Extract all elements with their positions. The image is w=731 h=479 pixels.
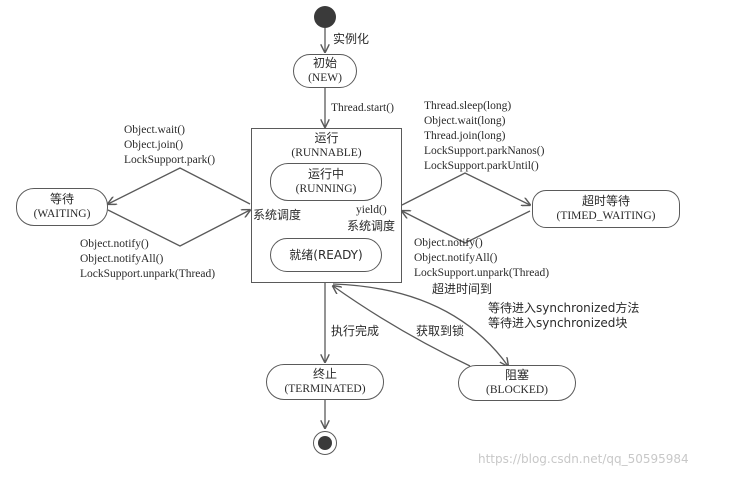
state-runnable-en: (RUNNABLE) — [291, 147, 362, 159]
state-waiting: 等待 (WAITING) — [16, 188, 108, 226]
label-from-timed-line: Object.notify() — [414, 237, 483, 249]
state-running-en: (RUNNING) — [295, 183, 357, 195]
label-thread-start: Thread.start() — [331, 102, 394, 114]
label-wait-synchronized: 等待进入synchronized方法 等待进入synchronized块 — [488, 301, 639, 331]
label-to-waiting-line: Object.join() — [124, 139, 184, 151]
label-from-timed-line: LockSupport.unpark(Thread) — [414, 267, 550, 279]
state-ready: 就绪(READY) — [270, 238, 382, 272]
state-timed-waiting-en: (TIMED_WAITING) — [556, 210, 656, 222]
label-timeout: 超进时间到 — [432, 282, 493, 296]
label-execution-complete: 执行完成 — [331, 324, 380, 338]
arrow-waiting-to-runnable — [107, 210, 250, 247]
label-from-waiting-line: LockSupport.unpark(Thread) — [80, 268, 216, 280]
label-to-timed-line: Thread.sleep(long) — [424, 100, 512, 112]
label-system-schedule-left: 系统调度 — [253, 208, 302, 222]
state-blocked: 阻塞 (BLOCKED) — [458, 365, 576, 401]
label-to-timed-line: Thread.join(long) — [424, 130, 506, 142]
label-yield: yield() — [356, 204, 387, 216]
label-system-schedule-right: 系统调度 — [347, 219, 396, 233]
state-new-zh: 初始 — [312, 56, 337, 70]
state-new-en: (NEW) — [308, 72, 342, 84]
state-running: 运行中 (RUNNING) — [270, 163, 382, 201]
label-to-waiting-line: LockSupport.park() — [124, 154, 216, 166]
state-waiting-zh: 等待 — [49, 192, 74, 206]
label-to-timed-waiting: Thread.sleep(long) Object.wait(long) Thr… — [424, 99, 544, 174]
end-node-inner-icon — [318, 436, 332, 450]
label-from-waiting-line: Object.notifyAll() — [80, 253, 164, 265]
end-node-icon — [313, 431, 337, 455]
label-from-timed-waiting: Object.notify() Object.notifyAll() LockS… — [414, 236, 549, 281]
arrow-runnable-to-timed — [401, 172, 530, 205]
watermark-text: https://blog.csdn.net/qq_50595984 — [478, 452, 689, 466]
state-running-zh: 运行中 — [307, 167, 344, 181]
label-to-waiting: Object.wait() Object.join() LockSupport.… — [124, 123, 215, 168]
start-node-icon — [314, 6, 336, 28]
label-to-waiting-line: Object.wait() — [124, 124, 185, 136]
state-terminated: 终止 (TERMINATED) — [266, 364, 384, 400]
label-wait-sync-line: 等待进入synchronized块 — [488, 316, 628, 330]
arrow-timed-to-runnable — [402, 211, 531, 244]
state-blocked-en: (BLOCKED) — [486, 384, 548, 396]
state-ready-label: 就绪(READY) — [289, 247, 363, 262]
state-runnable-zh: 运行 — [314, 131, 339, 145]
label-acquire-lock: 获取到锁 — [416, 324, 465, 338]
label-to-timed-line: LockSupport.parkUntil() — [424, 160, 539, 172]
label-from-timed-line: Object.notifyAll() — [414, 252, 498, 264]
state-terminated-zh: 终止 — [312, 367, 337, 381]
state-waiting-en: (WAITING) — [33, 208, 91, 220]
label-to-timed-line: LockSupport.parkNanos() — [424, 145, 545, 157]
label-from-waiting-line: Object.notify() — [80, 238, 149, 250]
arrow-blocked-to-runnable — [333, 286, 471, 367]
label-to-timed-line: Object.wait(long) — [424, 115, 506, 127]
arrow-runnable-to-blocked — [332, 283, 508, 366]
arrow-runnable-to-waiting — [108, 167, 251, 204]
state-terminated-en: (TERMINATED) — [284, 383, 366, 395]
state-blocked-zh: 阻塞 — [504, 368, 529, 382]
label-instantiate: 实例化 — [333, 32, 370, 46]
label-wait-sync-line: 等待进入synchronized方法 — [488, 301, 640, 315]
state-timed-waiting: 超时等待 (TIMED_WAITING) — [532, 190, 680, 228]
state-new: 初始 (NEW) — [293, 54, 357, 88]
label-from-waiting: Object.notify() Object.notifyAll() LockS… — [80, 237, 215, 282]
state-timed-waiting-zh: 超时等待 — [581, 194, 630, 208]
